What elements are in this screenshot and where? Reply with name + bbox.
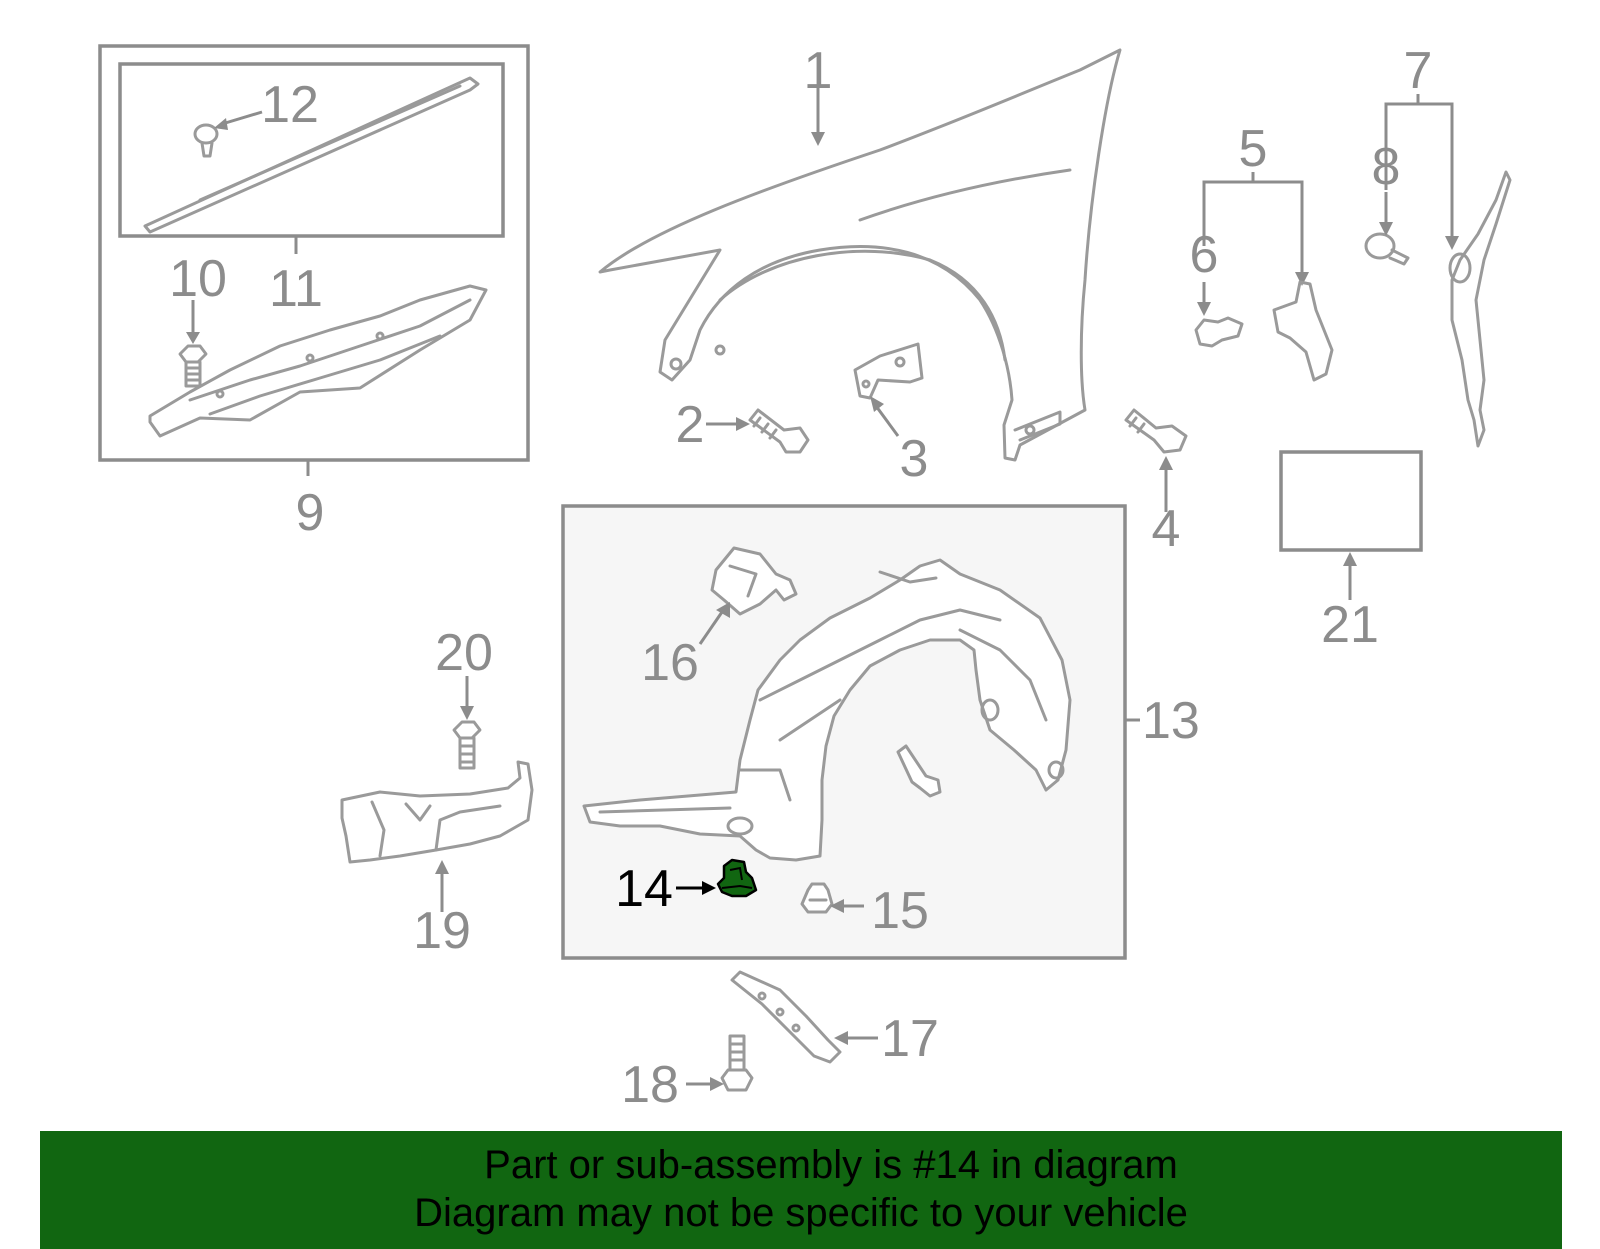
banner-line-2: Diagram may not be specific to your vehi… xyxy=(414,1191,1188,1235)
callout-3: 3 xyxy=(900,430,929,488)
part-11-molding[interactable] xyxy=(143,76,480,234)
part-21-label[interactable] xyxy=(1279,450,1423,552)
part-13-liner[interactable] xyxy=(582,558,1072,862)
liner-screw[interactable] xyxy=(896,744,942,798)
callout-4: 4 xyxy=(1152,500,1181,558)
callout-7: 7 xyxy=(1404,42,1433,100)
part-6-bolt[interactable] xyxy=(1194,316,1244,348)
part-17-bracket[interactable] xyxy=(730,970,842,1064)
callout-1: 1 xyxy=(804,42,833,100)
callout-2: 2 xyxy=(676,396,705,454)
callout-16: 16 xyxy=(641,634,699,692)
callout-18: 18 xyxy=(621,1056,679,1114)
part-5-bracket[interactable] xyxy=(1272,280,1334,382)
callout-15: 15 xyxy=(871,882,929,940)
part-8-clip[interactable] xyxy=(1364,232,1410,266)
part-3-bracket[interactable] xyxy=(853,342,924,400)
callout-14[interactable]: 14 xyxy=(615,860,673,918)
callout-20: 20 xyxy=(435,624,493,682)
part-2-bolt[interactable] xyxy=(748,408,810,454)
part-16-bracket[interactable] xyxy=(710,546,798,616)
banner-line-1: Part or sub-assembly is #14 in diagram xyxy=(484,1143,1178,1187)
callout-8: 8 xyxy=(1372,138,1401,196)
part-14-clip[interactable] xyxy=(716,858,758,898)
info-banner: Part or sub-assembly is #14 in diagram D… xyxy=(40,1131,1562,1249)
callout-5: 5 xyxy=(1239,120,1268,178)
group-11-box xyxy=(118,62,505,238)
group-9-box xyxy=(98,44,530,462)
callout-6: 6 xyxy=(1190,226,1219,284)
part-20-bolt[interactable] xyxy=(452,720,482,770)
part-12-clip[interactable] xyxy=(193,123,219,158)
callout-10: 10 xyxy=(169,250,227,308)
callout-21: 21 xyxy=(1321,596,1379,654)
part-10-bolt[interactable] xyxy=(178,344,208,388)
part-4-bolt[interactable] xyxy=(1124,408,1188,454)
callout-17: 17 xyxy=(881,1010,939,1068)
part-18-bolt[interactable] xyxy=(720,1034,754,1092)
part-15-nut[interactable] xyxy=(800,882,834,914)
callout-13: 13 xyxy=(1142,692,1200,750)
parts-diagram: 1 2 3 4 5 6 7 8 9 10 11 12 13 14 15 16 1… xyxy=(98,42,1512,1114)
part-19-seal[interactable] xyxy=(340,760,534,864)
callout-19: 19 xyxy=(413,902,471,960)
part-9-seal[interactable] xyxy=(148,284,488,438)
callout-11: 11 xyxy=(269,260,323,318)
callout-12: 12 xyxy=(261,76,319,134)
part-1-fender[interactable] xyxy=(598,48,1122,462)
callout-9: 9 xyxy=(296,484,325,542)
part-7-seal[interactable] xyxy=(1448,170,1512,448)
